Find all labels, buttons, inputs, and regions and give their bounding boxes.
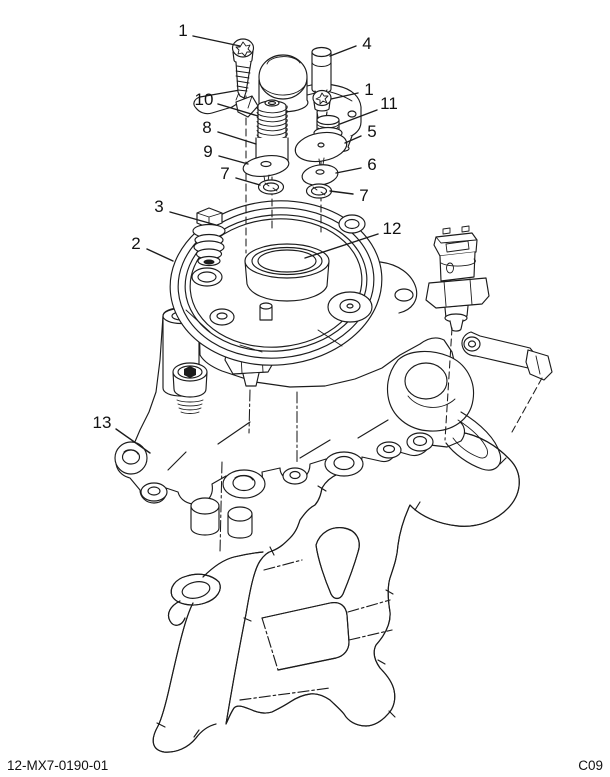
retainer-ring-7-right [305, 183, 333, 199]
callout-1: 1 [364, 80, 374, 99]
leader-line-4 [329, 45, 357, 57]
leader-line-6 [335, 167, 362, 174]
callout-7: 7 [359, 186, 369, 205]
callout-1: 1 [178, 21, 188, 40]
figure-footer: 12-MX7-0190-01 C09 [0, 758, 610, 773]
leader-line-9 [218, 155, 249, 165]
leader-line-8 [217, 131, 257, 145]
valve-stack-right [294, 131, 348, 199]
leader-line-13 [115, 428, 151, 454]
temperature-sensor [425, 225, 490, 332]
callout-6: 6 [367, 155, 377, 174]
cover-gasket [153, 426, 519, 752]
callout-5: 5 [367, 122, 377, 141]
leader-line-1 [192, 35, 241, 47]
retainer-ring-7-left [257, 179, 285, 195]
callout-2: 2 [131, 234, 141, 253]
gasket-segment-ticks [156, 426, 507, 738]
screw-1-left [231, 38, 255, 99]
callout-8: 8 [202, 118, 212, 137]
callout-11: 11 [380, 94, 398, 113]
valve-stack-left [242, 99, 290, 195]
callout-9: 9 [203, 142, 213, 161]
leader-line-12 [304, 233, 379, 259]
valve-disc-9 [242, 155, 290, 183]
callout-3: 3 [154, 197, 164, 216]
housing-rim [169, 200, 418, 366]
plug-3 [192, 207, 226, 267]
callout-10: 10 [194, 90, 214, 109]
callout-13: 13 [92, 413, 112, 432]
bottom-bosses [140, 432, 434, 539]
leader-line-10 [217, 103, 259, 117]
rim-right-ear [379, 261, 418, 314]
leader-line-1 [330, 92, 359, 100]
leader-line-3 [169, 211, 217, 226]
seal-sleeve-12 [244, 243, 330, 302]
hex-socket-plug [172, 362, 208, 414]
leader-line-2 [146, 248, 174, 262]
leader-line-7 [235, 177, 261, 186]
callout-7: 7 [220, 164, 230, 183]
threaded-spring-10 [256, 99, 288, 145]
gasket-fold-lines [239, 559, 393, 701]
outlet-lever [461, 331, 553, 381]
mounting-ear-hole [114, 441, 148, 475]
figure-number: 12-MX7-0190-01 [7, 758, 109, 773]
callout-12: 12 [382, 219, 402, 238]
interior-bosses [185, 214, 373, 353]
figure-sheet-code: C09 [578, 758, 603, 773]
leader-line-5 [344, 135, 362, 144]
callout-4: 4 [362, 34, 372, 53]
leader-line-7 [329, 190, 354, 195]
volute-outlet [386, 331, 553, 471]
o-ring-2 [184, 214, 368, 352]
leader-line-11 [339, 109, 378, 125]
housing-webs [167, 419, 389, 471]
callout-leader-lines [115, 35, 379, 454]
